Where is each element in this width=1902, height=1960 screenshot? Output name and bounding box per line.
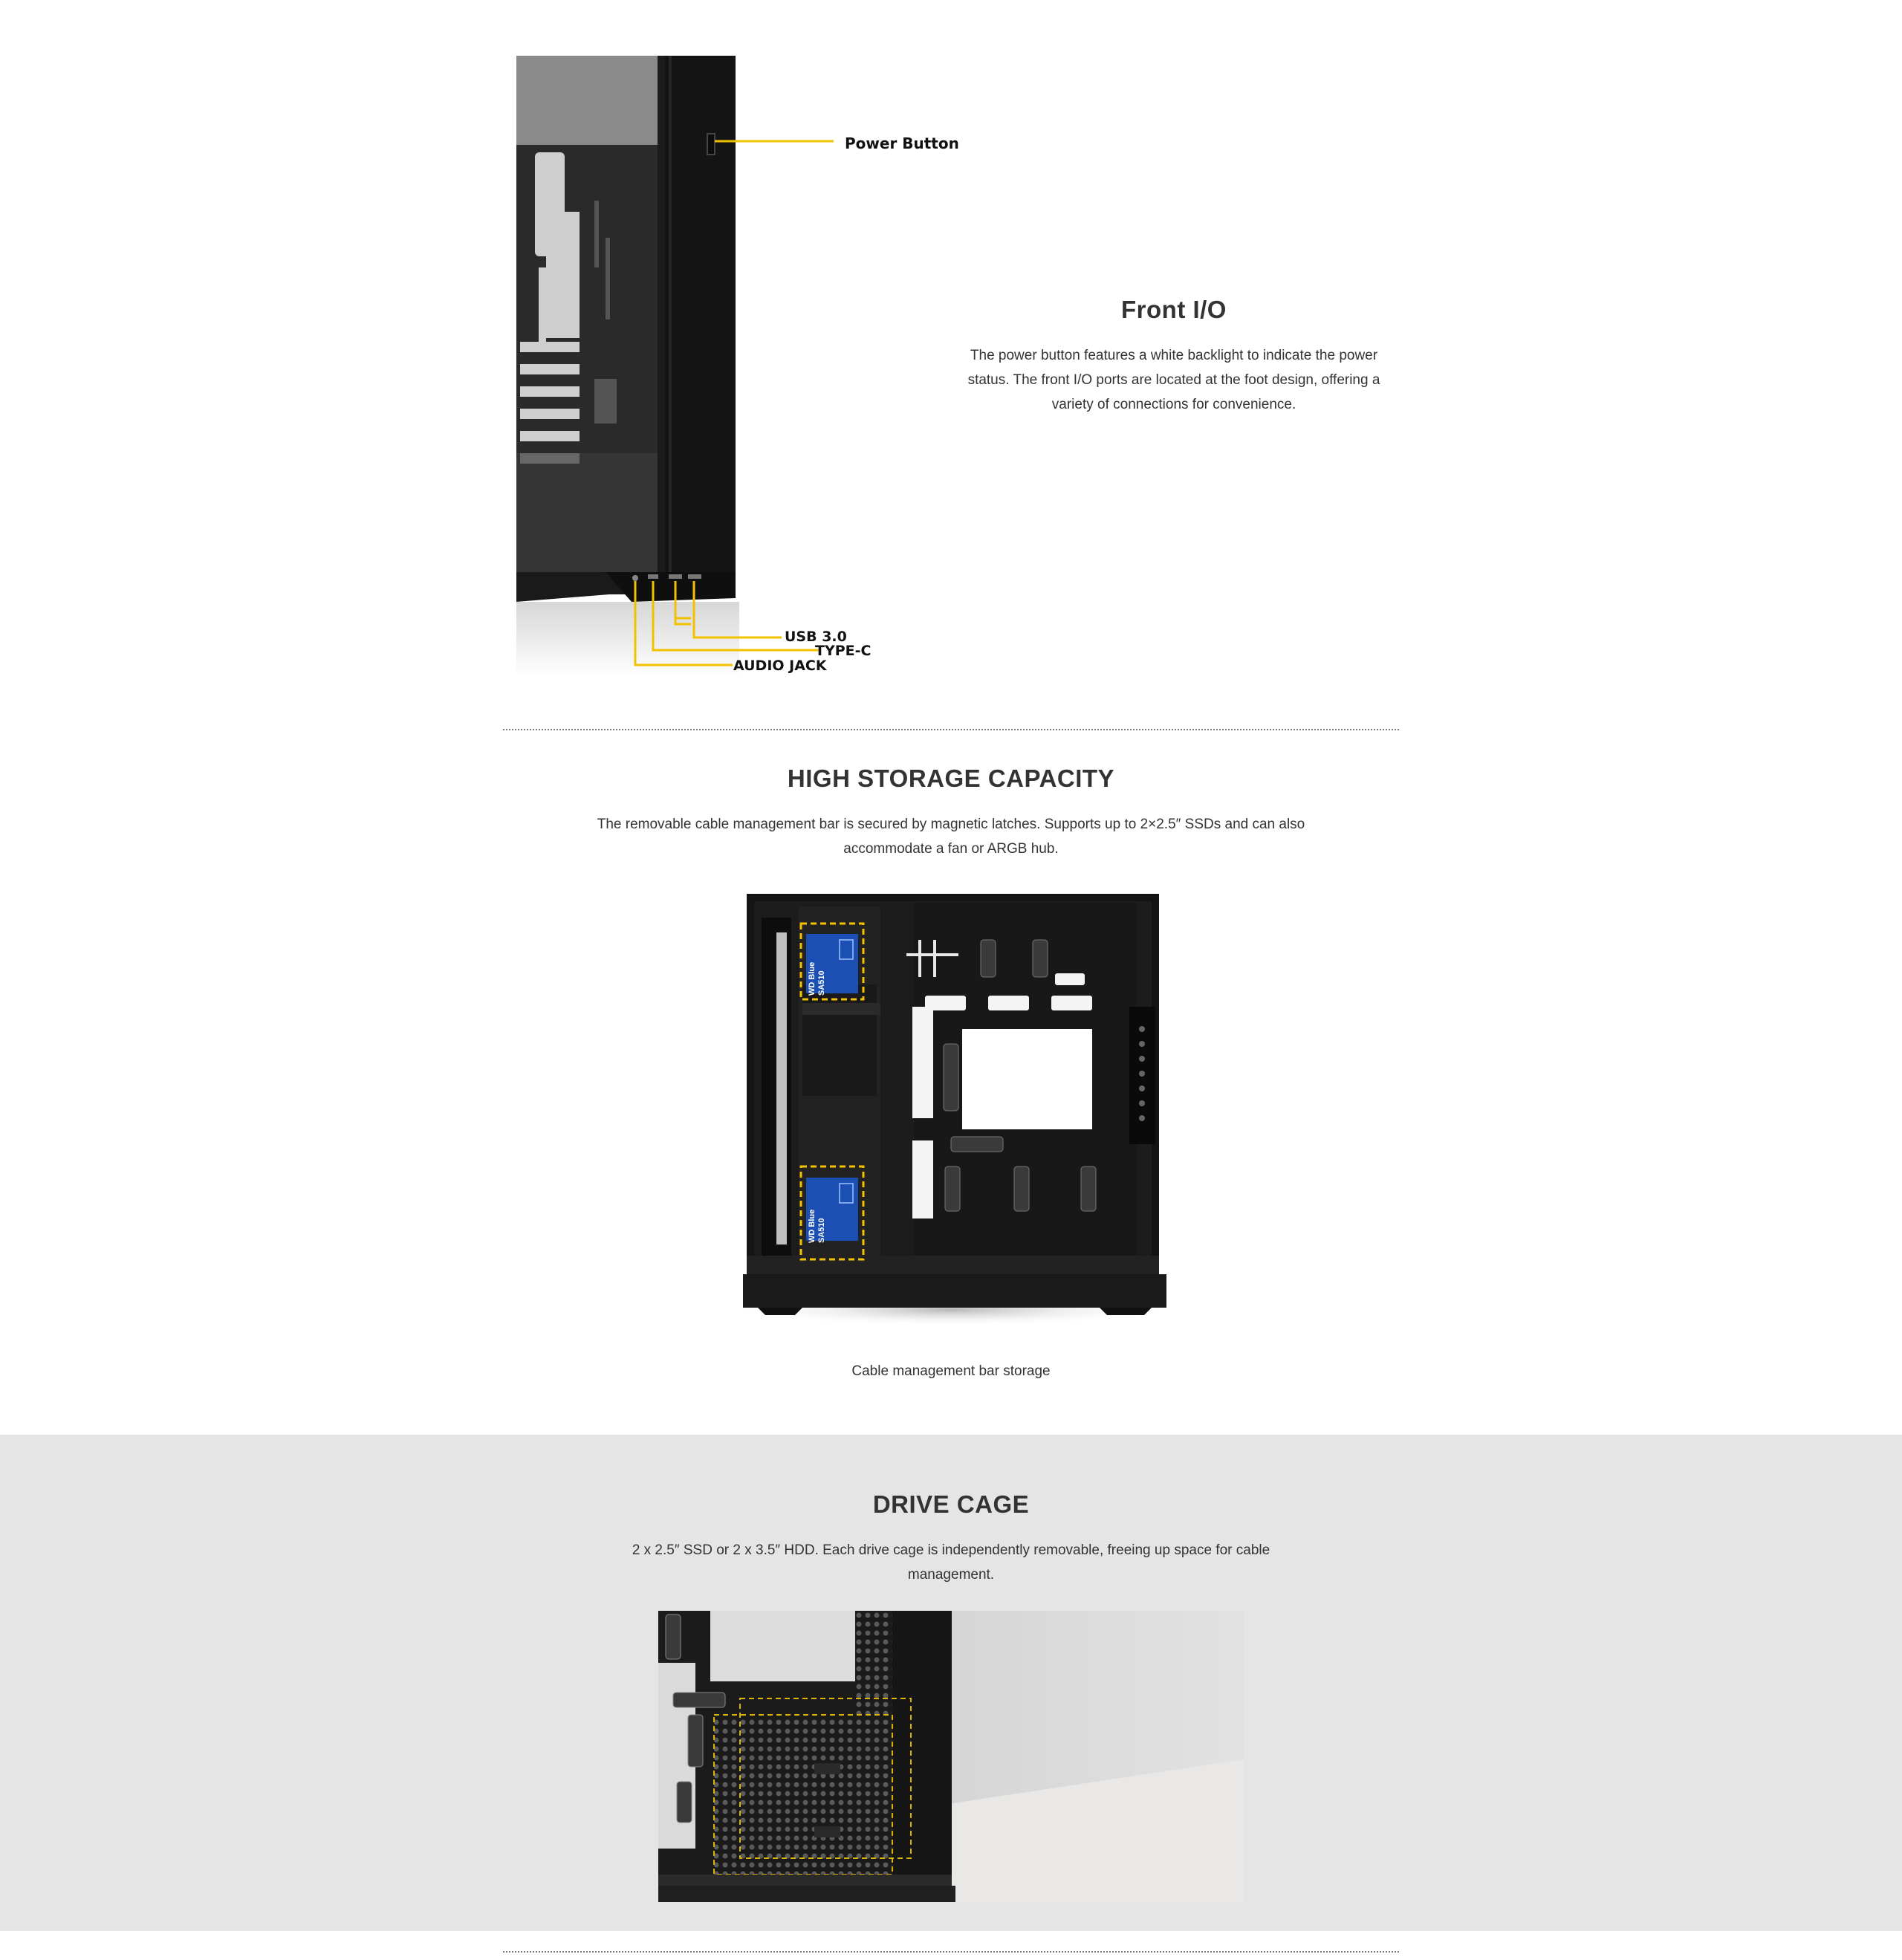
section-divider [503,729,1399,730]
storage-description: The removable cable management bar is se… [597,817,1305,857]
ssd-top-label: WD Blue SA510 [808,961,826,996]
usb-3-label: USB 3.0 [785,629,847,645]
drive-cage-description: 2 x 2.5″ SSD or 2 x 3.5″ HDD. Each drive… [632,1542,1270,1583]
drive-cage-title: DRIVE CAGE [872,1490,1030,1518]
bottom-divider [503,1951,1399,1953]
storage-product-image [728,894,1174,1326]
front-io-product-image [516,56,739,676]
audio-jack-label: AUDIO JACK [733,658,827,674]
front-io-title: Front I/O [1121,296,1227,323]
type-c-label: TYPE-C [815,643,872,659]
drive-cage-product-image [658,1611,1244,1902]
ssd-bottom-label: WD Blue SA510 [808,1209,826,1243]
storage-title: HIGH STORAGE CAPACITY [787,765,1115,792]
storage-image-caption: Cable management bar storage [851,1363,1051,1379]
front-io-description: The power button features a white backli… [967,348,1380,412]
power-button-label: Power Button [845,134,959,152]
callout-lines [634,140,834,666]
